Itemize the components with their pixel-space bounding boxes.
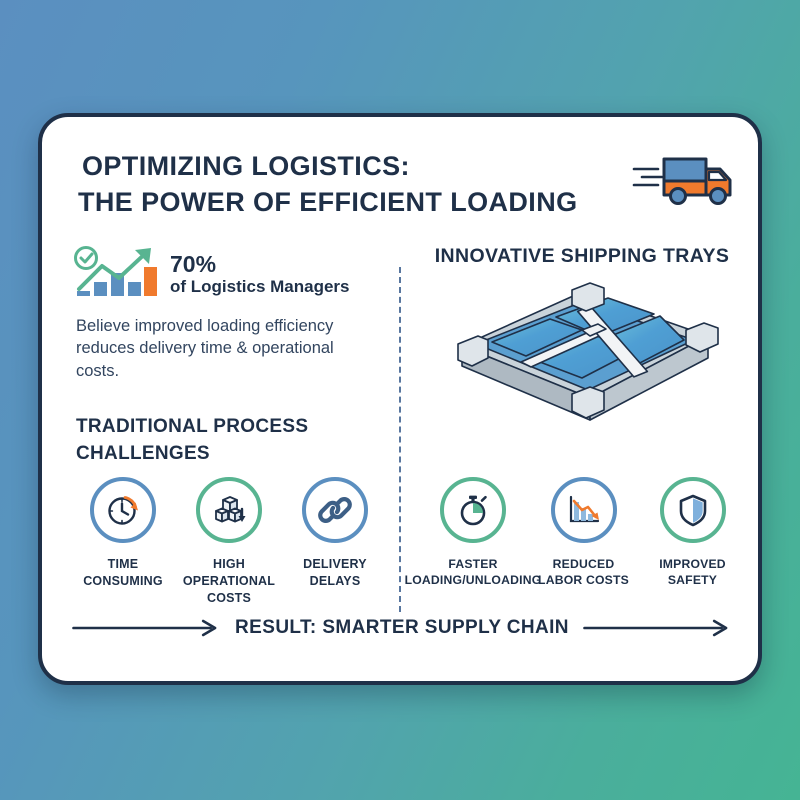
page-title-line-1: OPTIMIZING LOGISTICS: <box>82 151 410 181</box>
icon-ring <box>302 477 368 543</box>
arrow-right-icon-left <box>72 617 221 639</box>
boxes-down-arrow-icon <box>215 496 246 523</box>
arrow-right-icon-right <box>583 617 732 639</box>
challenge-item-time-consuming[interactable]: TIME CONSUMING <box>70 477 176 606</box>
header: OPTIMIZING LOGISTICS: THE POWER OF EFFIC… <box>78 149 730 220</box>
statistic-percent: 70% <box>170 250 217 277</box>
benefit-label: FASTER LOADING/UNLOADING <box>404 557 542 588</box>
icon-ring <box>550 477 617 543</box>
statistic-block: 70% of Logistics Managers <box>72 245 392 303</box>
challenge-label: HIGH OPERATIONAL COSTS <box>182 557 276 605</box>
challenge-label: TIME CONSUMING <box>83 557 163 588</box>
icon-ring <box>90 477 156 543</box>
right-column: INNOVATIVE SHIPPING TRAYS <box>422 245 742 429</box>
delivery-truck-icon <box>632 157 732 205</box>
chain-link-icon <box>318 497 352 523</box>
result-text: RESULT: SMARTER SUPPLY CHAIN <box>235 617 569 638</box>
statistic-text: 70% of Logistics Managers <box>170 250 350 297</box>
result-banner: RESULT: SMARTER SUPPLY CHAIN <box>72 617 732 639</box>
statistic-description: Believe improved loading efficiency redu… <box>76 317 334 380</box>
challenge-label: DELIVERY DELAYS <box>303 557 367 588</box>
benefit-label: IMPROVED SAFETY <box>659 557 726 588</box>
icon-ring <box>196 477 262 543</box>
benefit-item-faster-loading[interactable]: FASTER LOADING/UNLOADING <box>405 477 541 589</box>
statistic-subject: of Logistics Managers <box>170 277 350 297</box>
infographic-card: OPTIMIZING LOGISTICS: THE POWER OF EFFIC… <box>38 113 762 685</box>
page-title-line-2: THE POWER OF EFFICIENT LOADING <box>78 186 578 217</box>
icon-ring <box>440 477 506 543</box>
clock-arrow-icon <box>108 496 138 525</box>
isometric-shipping-tray-icon <box>457 282 719 421</box>
icon-ring <box>659 477 726 543</box>
trays-heading: INNOVATIVE SHIPPING TRAYS <box>434 245 730 267</box>
growth-bar-chart-check-icon <box>74 246 157 296</box>
benefit-label: REDUCED LABOR COSTS <box>538 557 629 588</box>
challenges-heading: TRADITIONAL PROCESS CHALLENGES <box>76 415 309 464</box>
column-divider <box>399 267 401 612</box>
declining-bar-chart-icon <box>569 495 599 523</box>
benefit-item-improved-safety[interactable]: IMPROVED SAFETY <box>638 477 747 589</box>
left-column: 70% of Logistics Managers Believe improv… <box>72 245 392 468</box>
challenge-item-high-operational-costs[interactable]: HIGH OPERATIONAL COSTS <box>176 477 282 606</box>
benefits-icon-row: FASTER LOADING/UNLOADING REDUCED LABOR C… <box>405 477 747 589</box>
shield-icon <box>679 494 706 527</box>
benefit-item-reduced-labor-costs[interactable]: REDUCED LABOR COSTS <box>529 477 638 589</box>
challenge-item-delivery-delays[interactable]: DELIVERY DELAYS <box>282 477 388 606</box>
stopwatch-icon <box>460 495 487 526</box>
challenges-icon-row: TIME CONSUMING <box>70 477 388 606</box>
